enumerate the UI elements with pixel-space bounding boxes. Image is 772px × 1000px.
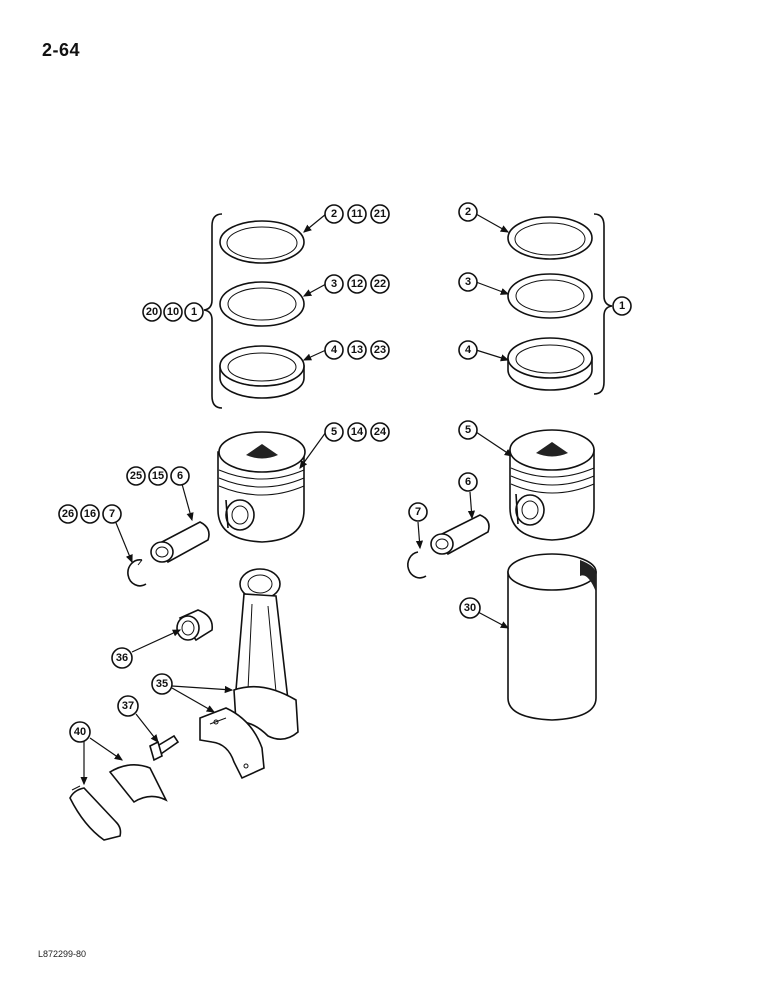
svg-text:6: 6 <box>465 476 471 488</box>
left-piston-pin <box>150 521 210 564</box>
callout-20: 20 <box>142 302 162 322</box>
callout-7: 7 <box>102 504 122 524</box>
callout-40: 40 <box>69 721 91 743</box>
right-second-ring <box>507 273 593 319</box>
callout-15: 15 <box>148 466 168 486</box>
callout-22: 22 <box>370 274 390 294</box>
svg-text:12: 12 <box>351 278 363 290</box>
callout-10: 10 <box>163 302 183 322</box>
svg-text:4: 4 <box>465 344 472 356</box>
svg-text:3: 3 <box>465 276 471 288</box>
svg-text:7: 7 <box>415 506 421 518</box>
callout-2: 2 <box>324 204 344 224</box>
callout-30: 30 <box>459 597 481 619</box>
callout-16: 16 <box>80 504 100 524</box>
svg-text:7: 7 <box>109 508 115 520</box>
callout-23: 23 <box>370 340 390 360</box>
svg-text:1: 1 <box>191 306 197 318</box>
svg-text:5: 5 <box>465 424 471 436</box>
cylinder-sleeve <box>507 553 597 721</box>
svg-text:16: 16 <box>84 508 96 520</box>
callout-11: 11 <box>347 204 367 224</box>
left-piston <box>217 431 306 543</box>
svg-text:37: 37 <box>122 700 134 712</box>
svg-text:24: 24 <box>374 426 387 438</box>
left-oil-ring <box>219 345 305 399</box>
callout-4-right: 4 <box>458 340 478 360</box>
left-snap-ring <box>127 559 147 587</box>
svg-text:2: 2 <box>331 208 337 220</box>
callout-5-right: 5 <box>458 420 478 440</box>
callout-26: 26 <box>58 504 78 524</box>
bearing-shell-upper <box>108 764 168 804</box>
callout-36: 36 <box>111 647 133 669</box>
right-piston <box>509 429 595 541</box>
svg-text:5: 5 <box>331 426 337 438</box>
callout-1: 1 <box>184 302 204 322</box>
callout-group-right: 2 3 4 1 5 6 7 30 <box>408 202 632 619</box>
connecting-rod <box>233 568 299 740</box>
callout-13: 13 <box>347 340 367 360</box>
svg-text:2: 2 <box>465 206 471 218</box>
bushing <box>176 609 214 642</box>
svg-text:3: 3 <box>331 278 337 290</box>
right-snap-ring <box>407 551 427 579</box>
callout-4: 4 <box>324 340 344 360</box>
svg-text:14: 14 <box>351 426 364 438</box>
svg-text:13: 13 <box>351 344 363 356</box>
right-ring-set <box>507 213 613 395</box>
svg-text:1: 1 <box>619 300 625 312</box>
figure-id: L872299-80 <box>38 949 87 959</box>
svg-text:11: 11 <box>351 208 363 220</box>
callout-2-right: 2 <box>458 202 478 222</box>
page-number: 2-64 <box>42 40 81 60</box>
callout-3: 3 <box>324 274 344 294</box>
callout-25: 25 <box>126 466 146 486</box>
svg-text:20: 20 <box>146 306 158 318</box>
callout-1-right: 1 <box>612 296 632 316</box>
callout-12: 12 <box>347 274 367 294</box>
callout-37: 37 <box>117 695 139 717</box>
left-bracket <box>203 213 223 409</box>
svg-text:40: 40 <box>74 726 86 738</box>
left-top-ring <box>219 220 305 264</box>
callout-group-left-rings: 20 10 1 2 11 21 3 12 22 4 13 23 5 14 24 … <box>58 204 390 743</box>
callout-6-right: 6 <box>458 472 478 492</box>
callout-5: 5 <box>324 422 344 442</box>
right-top-ring <box>507 216 593 260</box>
svg-text:6: 6 <box>177 470 183 482</box>
bearing-shell-lower <box>69 785 122 841</box>
callout-24: 24 <box>370 422 390 442</box>
svg-text:10: 10 <box>167 306 179 318</box>
svg-text:26: 26 <box>62 508 74 520</box>
callout-21: 21 <box>370 204 390 224</box>
right-piston-pin <box>430 514 490 556</box>
left-second-ring <box>219 281 305 327</box>
callout-3-right: 3 <box>458 272 478 292</box>
svg-text:15: 15 <box>152 470 164 482</box>
rod-cap <box>199 707 265 780</box>
svg-text:21: 21 <box>374 208 386 220</box>
right-bracket <box>593 213 613 395</box>
svg-text:22: 22 <box>374 278 386 290</box>
svg-text:25: 25 <box>130 470 142 482</box>
svg-text:30: 30 <box>464 602 476 614</box>
svg-text:4: 4 <box>331 344 338 356</box>
svg-text:36: 36 <box>116 652 128 664</box>
callout-6: 6 <box>170 466 190 486</box>
svg-text:35: 35 <box>156 678 168 690</box>
callout-7-right: 7 <box>408 502 428 522</box>
left-ring-set <box>203 213 305 409</box>
right-oil-ring <box>507 337 593 391</box>
leader-lines <box>80 213 513 786</box>
svg-text:23: 23 <box>374 344 386 356</box>
callout-14: 14 <box>347 422 367 442</box>
callout-35: 35 <box>151 673 173 695</box>
rod-bolt <box>149 734 180 762</box>
